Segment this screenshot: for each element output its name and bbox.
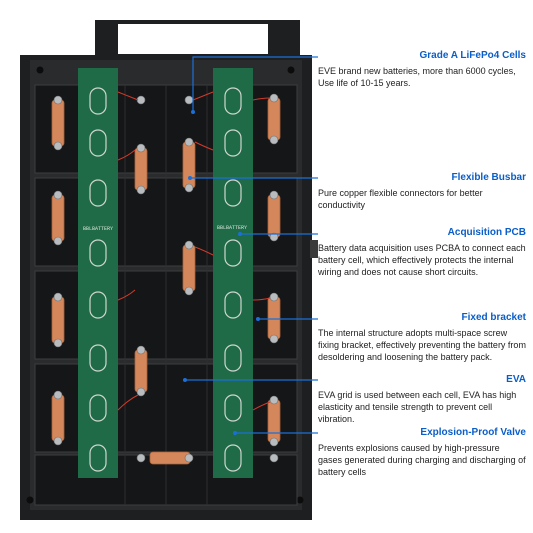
sense-wires [117, 91, 271, 411]
callout-title: Fixed bracket [461, 312, 526, 323]
callout-description: The internal structure adopts multi-spac… [318, 328, 526, 362]
callout-description: Battery data acquisition uses PCBA to co… [318, 243, 526, 277]
callout-title: Explosion-Proof Valve [420, 427, 526, 438]
callout-title: Grade A LiFePo4 Cells [419, 50, 526, 61]
pcb-label-right: BBLBATTERY [217, 225, 247, 231]
callout-description: EVA grid is used between each cell, EVA … [318, 390, 517, 424]
callout-title: EVA [506, 374, 526, 385]
callout-title: Acquisition PCB [447, 227, 526, 238]
callout-description: Prevents explosions caused by high-press… [318, 443, 526, 477]
acquisition-pcb-strips [78, 68, 253, 478]
pcb-label-left: BBLBATTERY [83, 226, 113, 232]
callout-description: EVE brand new batteries, more than 6000 … [318, 66, 516, 88]
callout-description: Pure copper flexible connectors for bett… [318, 188, 483, 210]
terminal-bolts [53, 93, 279, 463]
callout-title: Flexible Busbar [451, 172, 526, 183]
callout-leader-lines [183, 56, 318, 435]
